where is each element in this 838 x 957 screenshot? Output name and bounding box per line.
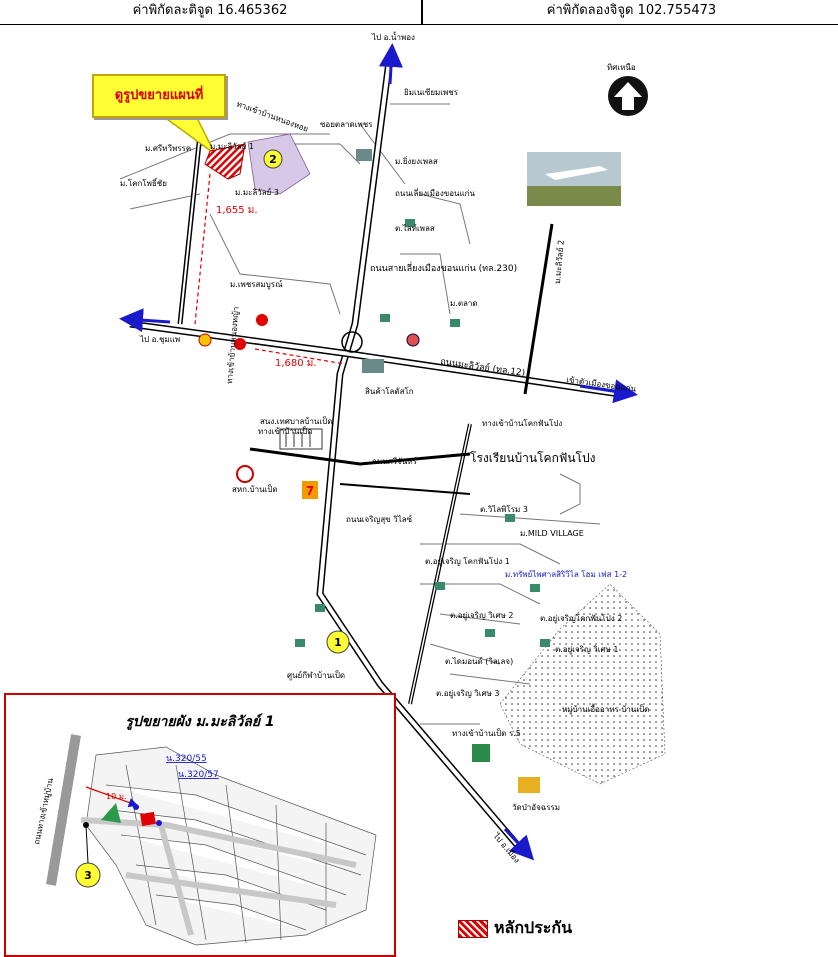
label-side-road: ทางเข้าบ้านหนองหอย <box>235 99 309 133</box>
inset-plan-drawing: 3 น.320/55 น.320/57 10 ม. ถนนทางเข้าหมู่… <box>32 734 377 946</box>
house-icon <box>295 639 305 647</box>
label-highway-230: ถนนสายเลี่ยงเมืองขอนแก่น (ทล.230) <box>370 261 517 274</box>
route-arrows <box>119 43 638 861</box>
label-charoen-2: ต.อยู่เจริญ วิเศษ 2 <box>450 611 514 621</box>
label-to-nam-phong: ไป อ.น้ำพอง <box>371 31 415 42</box>
label-ban-ped-gym: ศูนย์กีฬาบ้านเป็ด <box>287 670 345 681</box>
label-village-ref: ม.ศรีทวีพรรค <box>145 144 191 153</box>
house-icon <box>505 514 515 522</box>
inset-lot-b: น.320/57 <box>178 770 219 780</box>
village-ped-area <box>499 583 666 785</box>
label-bypass-road: ถนนเลี่ยงเมืองขอนแก่น <box>395 187 475 198</box>
legend-label: หลักประกัน <box>494 918 573 937</box>
gas-station-icon-2 <box>234 338 246 350</box>
inset-distance: 10 ม. <box>106 792 127 801</box>
inset-plan: รูปขยายผัง ม.มะลิวัลย์ 1 <box>4 693 396 957</box>
house-icon <box>530 584 540 592</box>
arrow-south <box>503 827 535 861</box>
label-distance-1: 1,655 ม. <box>216 205 258 216</box>
local-streets <box>119 103 601 725</box>
label-resort: ม.ทรัพย์ไพศาลสิริวิไล โฮม เฟส 1-2 <box>505 569 627 579</box>
label-soi-bottom: ทางเข้าบ้านเป็ด ร.5 <box>452 728 521 738</box>
label-market: ม.ตลาด <box>450 299 478 308</box>
marker-2: 2 <box>263 149 283 169</box>
inset-target-plot <box>140 811 156 827</box>
label-north: ทิศเหนือ <box>607 63 636 72</box>
label-kho-pho: ม.โคกโพธิ์ชัย <box>120 177 167 188</box>
inset-arrow <box>85 786 139 808</box>
label-village-ped: หมู่บ้านเอื้ออาทร บ้านเป็ด <box>562 703 649 715</box>
shell-icon <box>256 314 268 326</box>
house-icon <box>435 582 445 590</box>
seven-eleven-icon <box>302 481 318 499</box>
svg-text:7: 7 <box>306 484 314 498</box>
arrow-north <box>378 43 403 85</box>
zoom-callout[interactable]: ดูรูปขยายแผนที่ <box>92 74 226 118</box>
inset-title: รูปขยายผัง ม.มะลิวัลย์ 1 <box>125 714 275 730</box>
house-icon <box>405 219 415 227</box>
marker-2-label: 2 <box>269 153 277 166</box>
label-charoen-fp2: ต.อยู่เจริญโคกฟันโปง 2 <box>540 613 622 624</box>
map-labels: ไป อ.น้ำพอง ทิศเหนือ ยิมเนเซียมเพชร ซอยต… <box>120 31 649 865</box>
label-charoen-road: ถนนเจริญสุข วิไลซ์ <box>346 514 413 524</box>
label-khok-phon-pho-road: ทางเข้าบ้านโคกฟันโปง <box>482 418 562 428</box>
marker-1-label: 1 <box>334 636 342 649</box>
label-ti-home: ต.วิไลพิโรม 3 <box>480 504 528 514</box>
marker-3-label: 3 <box>84 869 92 882</box>
house-icon <box>450 319 460 327</box>
park-icon <box>101 803 121 823</box>
factory-icon <box>356 149 372 161</box>
label-si-chan: ถนนศรีจันทร์ <box>372 456 418 466</box>
gas-station-icon-3 <box>406 333 420 347</box>
big-c-icon <box>362 359 384 373</box>
label-kita-home: ม.ยิ่งยงเพลส <box>395 155 438 166</box>
gas-station-icon <box>198 333 212 347</box>
target-plot <box>204 143 246 180</box>
legend-swatch <box>458 920 488 938</box>
inset-lot-a: น.320/55 <box>166 754 207 764</box>
label-distance-2: 1,680 ม. <box>275 358 317 369</box>
label-charoen-v1: ต.อยู่เจริญ วิเศษ 1 <box>555 645 619 655</box>
label-charoen-1: ต.อยู่เจริญ โคกฟันโปง 1 <box>425 556 510 567</box>
marker-1: 1 <box>326 630 350 654</box>
label-mild-village: ม.MILD VILLAGE <box>520 529 584 538</box>
map-icons: 7 <box>198 76 648 793</box>
label-soi-market: ซอยตลาดเพชร <box>320 120 373 129</box>
house-icon <box>380 314 390 322</box>
label-home-pan: ต.ไดมอนด์ (วิลเลจ) <box>445 656 513 666</box>
junction-icon <box>341 331 363 353</box>
inset-peg-icon <box>156 820 162 826</box>
label-village-2: ม.มะลิวัลย์ 2 <box>552 239 566 284</box>
label-ban-ped-road: ทางเข้าบ้านเป็ด <box>258 426 312 436</box>
office-icon <box>279 428 323 450</box>
inset-road-label: ถนนทางเข้าหมู่บ้าน <box>32 777 56 846</box>
distance-line-1 <box>194 173 211 325</box>
label-temple: วัดป่าอัจฉรรม <box>512 803 560 812</box>
longitude-label: ค่าพิกัดลองจิจูด 102.755473 <box>421 0 838 24</box>
house-icon <box>540 639 550 647</box>
house-icon <box>315 604 325 612</box>
house-icon <box>485 629 495 637</box>
temple-icon <box>518 777 540 793</box>
location-map: 2 1 7 <box>119 31 666 865</box>
distance-line-2 <box>254 348 346 365</box>
latitude-label: ค่าพิกัดละติจูด 16.465362 <box>132 3 288 18</box>
label-school: โรงเรียนบ้านโคกฟันโปง <box>470 451 595 465</box>
label-to-chum-phae: ไป อ.ชุมแพ <box>139 335 180 344</box>
arrow-west <box>119 308 171 333</box>
label-village-1: ม.มะลิวัลย์ 1 <box>210 141 254 151</box>
label-big-c: สินค้าโลตัสโก <box>365 386 414 396</box>
coop-icon <box>236 465 254 483</box>
label-phet-village: ม.เพชรสมบูรณ์ <box>230 279 283 290</box>
label-home-place: ต.ไลท์เพลส <box>395 223 435 233</box>
label-charoen-3: ต.อยู่เจริญ วิเศษ 3 <box>436 689 500 699</box>
label-ban-ped-coop: สหก.บ้านเป็ด <box>232 484 278 494</box>
coordinate-bar: ค่าพิกัดละติจูด 16.465362 ค่าพิกัดลองจิจ… <box>0 0 838 25</box>
bank-icon <box>472 744 490 762</box>
arrow-east <box>579 379 638 404</box>
label-ban-ped-office: สนง.เทศบาลบ้านเป็ด <box>260 416 332 426</box>
label-village-3: ม.มะลิวัลย์ 3 <box>235 187 279 197</box>
label-tv-station: ยิมเนเซียมเพชร <box>404 88 459 97</box>
